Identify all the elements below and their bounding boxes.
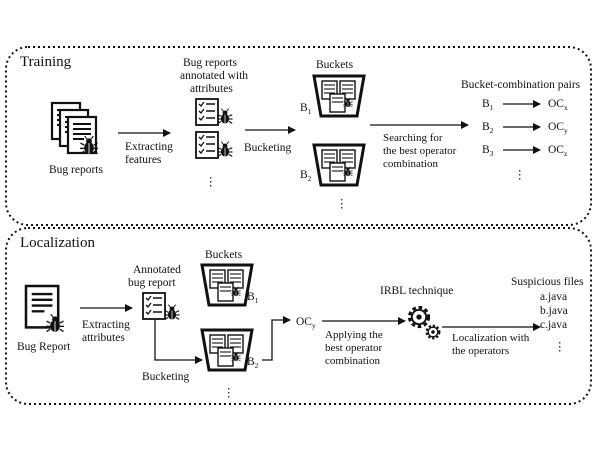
annotated-title-line2: annotated with bbox=[180, 70, 248, 82]
applying-line2: best operator bbox=[325, 342, 382, 354]
extracting-attributes-line1: Extracting bbox=[82, 319, 130, 331]
annotated-report-icon bbox=[142, 292, 181, 321]
localization-bucketing-label: Bucketing bbox=[142, 371, 190, 383]
localization-bucketing-arrow bbox=[154, 320, 203, 364]
file-b: b.java bbox=[540, 305, 568, 317]
files-ellipsis: ⋮ bbox=[554, 341, 566, 353]
buckets-ellipsis: ⋮ bbox=[336, 198, 348, 210]
bucket-to-oc-arrow bbox=[262, 316, 291, 361]
localization-bucket-2-label: B2 bbox=[247, 356, 259, 370]
localization-title: Localization bbox=[20, 235, 95, 251]
buckets-title: Buckets bbox=[316, 59, 354, 71]
bucket-2 bbox=[314, 145, 364, 185]
searching-line1: Searching for bbox=[383, 132, 443, 144]
annotated-title-line3: attributes bbox=[190, 83, 233, 95]
pairs-ellipsis: ⋮ bbox=[514, 169, 526, 181]
localization-bucket-1-label: B1 bbox=[247, 291, 259, 305]
extracting-features-line2: features bbox=[125, 154, 162, 166]
gears-icon bbox=[407, 305, 441, 340]
bucket-1 bbox=[314, 76, 364, 116]
pair-3-oc: OCz bbox=[548, 144, 568, 158]
suspicious-files-title: Suspicious files bbox=[511, 276, 584, 288]
pairs-title: Bucket-combination pairs bbox=[461, 79, 581, 91]
localization-panel bbox=[5, 227, 592, 405]
localization-bucket-1 bbox=[202, 265, 252, 305]
searching-line3: combination bbox=[383, 158, 438, 170]
file-a: a.java bbox=[540, 291, 567, 303]
pair-2-bucket: B2 bbox=[482, 121, 494, 135]
annotated-report-line2: bug report bbox=[128, 277, 176, 289]
applying-line3: combination bbox=[325, 355, 380, 367]
localization-with-line1: Localization with bbox=[452, 332, 530, 344]
bucketing-label: Bucketing bbox=[244, 142, 292, 154]
pair-1-bucket: B1 bbox=[482, 98, 494, 112]
pair-1-oc: OCx bbox=[548, 98, 568, 112]
file-c: c.java bbox=[540, 319, 567, 331]
annotated-reports-icon bbox=[195, 98, 234, 159]
annotated-ellipsis: ⋮ bbox=[205, 176, 217, 188]
localization-buckets-ellipsis: ⋮ bbox=[223, 387, 235, 399]
bug-reports-stack-icon bbox=[50, 101, 99, 155]
extracting-features-line1: Extracting bbox=[125, 141, 173, 153]
bucket-1-label: B1 bbox=[300, 102, 312, 116]
searching-line2: the best operator bbox=[383, 145, 457, 157]
irbl-label: IRBL technique bbox=[380, 285, 453, 297]
bug-reports-label: Bug reports bbox=[49, 164, 104, 176]
bug-report-icon bbox=[24, 284, 65, 333]
annotated-report-line1: Annotated bbox=[133, 264, 181, 276]
training-title: Training bbox=[20, 54, 72, 70]
localization-with-line2: the operators bbox=[452, 345, 509, 357]
localization-oc: OCy bbox=[296, 316, 316, 330]
training-panel bbox=[5, 46, 592, 226]
bucket-2-label: B2 bbox=[300, 169, 312, 183]
pair-2-oc: OCy bbox=[548, 121, 568, 135]
extracting-attributes-line2: attributes bbox=[82, 332, 125, 344]
bug-report-label: Bug Report bbox=[17, 341, 71, 353]
localization-bucket-2 bbox=[202, 330, 252, 370]
pair-3-bucket: B3 bbox=[482, 144, 494, 158]
annotated-title-line1: Bug reports bbox=[183, 57, 238, 69]
localization-buckets-title: Buckets bbox=[205, 249, 243, 261]
applying-line1: Applying the bbox=[325, 329, 383, 341]
